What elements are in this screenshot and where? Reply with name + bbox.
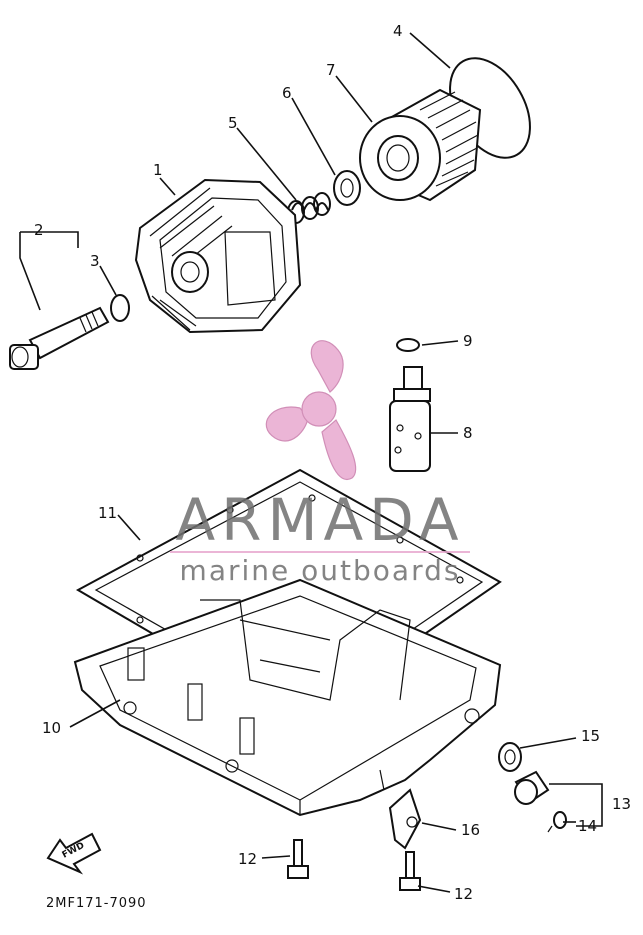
part-7-oil-filter xyxy=(359,88,482,202)
callout-13: 13 xyxy=(612,795,631,813)
part-8-fitting xyxy=(389,366,431,472)
callout-7: 7 xyxy=(326,61,336,79)
callout-16: 16 xyxy=(461,821,480,839)
part-6-washer xyxy=(333,170,361,206)
part-12-bolt-left xyxy=(287,839,309,879)
part-9-o-ring xyxy=(396,338,420,352)
callout-3: 3 xyxy=(90,252,100,270)
callout-2: 2 xyxy=(34,221,44,239)
callout-14: 14 xyxy=(578,817,597,835)
leader-lines xyxy=(19,32,603,893)
callout-9: 9 xyxy=(463,332,473,350)
part-14-screw xyxy=(547,811,567,833)
callout-1: 1 xyxy=(153,161,163,179)
callout-8: 8 xyxy=(463,424,473,442)
callout-numbers: 1 2 3 4 5 6 7 8 9 10 11 12 12 13 14 15 1… xyxy=(34,22,631,903)
part-15-washer xyxy=(498,742,522,772)
callout-15: 15 xyxy=(581,727,600,745)
part-3-o-ring xyxy=(110,294,130,322)
callout-12-left: 12 xyxy=(238,850,257,868)
callout-5: 5 xyxy=(228,114,238,132)
part-2-union-bolt xyxy=(9,306,110,370)
watermark-brand: ARMADA xyxy=(175,486,464,554)
callout-12-right: 12 xyxy=(454,885,473,903)
callout-4: 4 xyxy=(393,22,403,40)
part-10-oil-pan xyxy=(73,578,502,817)
part-12-bolt-right xyxy=(399,851,421,891)
part-1-filter-cover xyxy=(134,178,302,334)
part-16-bracket xyxy=(388,788,422,850)
watermark-tagline: marine outboards xyxy=(180,554,461,587)
callout-10: 10 xyxy=(42,719,61,737)
part-13-drain-plug xyxy=(514,770,550,805)
document-code: 2MF171-7090 xyxy=(46,896,147,911)
watermark: ARMADA marine outboards xyxy=(170,340,470,587)
fwd-arrow: FWD xyxy=(46,832,102,875)
callout-6: 6 xyxy=(282,84,292,102)
propeller-icon xyxy=(265,340,357,481)
callout-11: 11 xyxy=(98,504,117,522)
